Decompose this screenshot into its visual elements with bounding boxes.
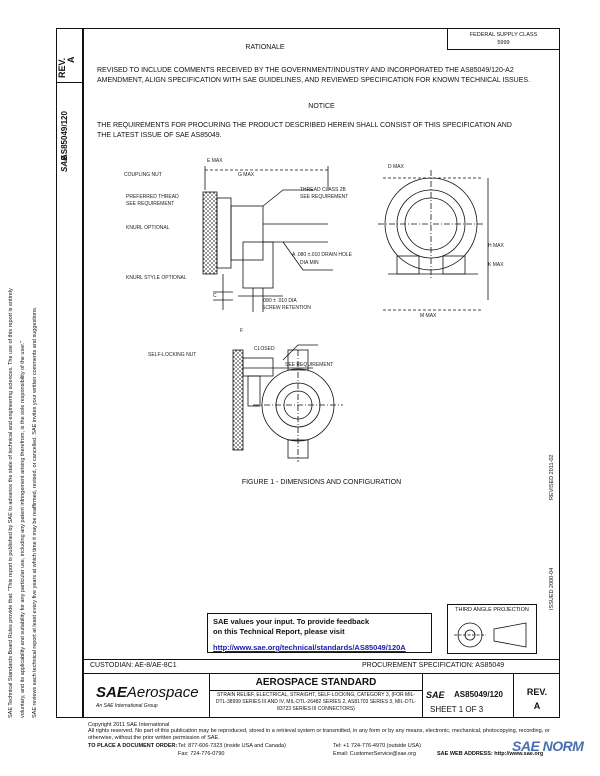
supply-class-box — [447, 28, 560, 50]
label-thread-see: SEE REQUIREMENT — [300, 194, 349, 200]
rev-cell-value: A — [66, 56, 76, 64]
rev-label: REV. — [526, 687, 548, 697]
standard-description: STRAIN RELIEF, ELECTRICAL, STRAIGHT, SEL… — [215, 692, 417, 712]
label-c-dim: C — [213, 293, 217, 299]
title-logo-sub: Aerospace — [126, 684, 199, 701]
label-e-max: E MAX — [207, 158, 223, 164]
supply-class-label: FEDERAL SUPPLY CLASS — [469, 32, 538, 38]
footer-email: Email: CustomerService@sae.org — [333, 751, 416, 757]
label-g-max: G MAX — [238, 172, 255, 178]
label-see-reqt: SEE REQUIREMENT — [126, 201, 175, 207]
custodian-divider-top — [83, 659, 560, 660]
procurement-text: PROCUREMENT SPECIFICATION: AS85049 — [362, 662, 505, 669]
label-k-max: K MAX — [488, 262, 504, 268]
supply-class-value: 5999 — [497, 40, 510, 46]
title-logo-tagline: An SAE International Group — [96, 703, 158, 709]
footer-fax: Fax: 724-776-0790 — [178, 751, 225, 757]
notice-heading: NOTICE — [308, 103, 335, 110]
label-closed: CLOSED — [254, 346, 275, 352]
revised-date: REVISED 2011-02 — [549, 454, 555, 500]
footer-web: SAE WEB ADDRESS: http://www.sae.org — [437, 751, 544, 757]
label-h-max: H MAX — [488, 243, 504, 249]
footer-rights: All rights reserved. No part of this pub… — [88, 728, 550, 741]
label-d-max: D MAX — [388, 164, 404, 170]
footer-tel-usa: Tel: 877-606-7323 (inside USA and Canada… — [178, 743, 286, 749]
title-logo: SAEAerospace — [96, 684, 199, 701]
label-knurl-optional: KNURL OPTIONAL — [126, 225, 170, 231]
title-logo-cell — [83, 673, 210, 718]
sae-logo-small: SAE — [60, 155, 69, 172]
label-thread-class: THREAD CLASS 2B — [300, 187, 346, 193]
sae-norm-watermark: SAE NORM — [512, 738, 584, 754]
footer-to-place: TO PLACE A DOCUMENT ORDER: — [88, 743, 178, 749]
doc-number-cell — [422, 673, 514, 718]
feedback-line2: on this Technical Report, please visit — [213, 627, 345, 636]
third-angle-box — [447, 604, 537, 654]
label-screw-retention: SCREW RETENTION — [262, 305, 311, 311]
label-coupling-nut: COUPLING NUT — [124, 172, 162, 178]
feedback-box: SAE values your input. To provide feedba… — [207, 613, 432, 653]
label-self-locking-nut: SELF-LOCKING NUT — [148, 352, 197, 358]
title-divider — [210, 690, 422, 691]
third-angle-symbol — [454, 622, 527, 648]
doc-sae-label: SAE — [426, 690, 445, 700]
left-margin-text-1: SAE Technical Standards Board Rules prov… — [8, 288, 14, 718]
rev-value: A — [533, 701, 541, 711]
label-lock-wire: .080 ± .010 DIA — [262, 298, 297, 304]
custodian-text: CUSTODIAN: AE-8/AE-8C1 — [90, 662, 177, 669]
footer-copyright: Copyright 2011 SAE International — [88, 722, 170, 728]
left-margin-text-3: SAE reviews each technical report at lea… — [32, 306, 38, 718]
issued-date: ISSUED 2000-04 — [549, 567, 555, 610]
label-dia-min: DIA MIN — [300, 260, 319, 266]
label-see-requirement2: SEE REQUIREMENT — [285, 362, 334, 368]
left-margin-text-2: voluntary, and its applicability and sui… — [20, 340, 26, 718]
label-m-max: M MAX — [420, 313, 437, 319]
aerospace-standard-title: AEROSPACE STANDARD — [255, 677, 377, 688]
third-angle-label: THIRD ANGLE PROJECTION — [455, 607, 529, 613]
label-preferred-thread: PREFERRED THREAD — [126, 194, 179, 200]
title-logo-main: SAE — [96, 684, 127, 701]
doc-number: AS85049/120 — [454, 690, 503, 699]
figure-caption: FIGURE 1 - DIMENSIONS AND CONFIGURATION — [241, 479, 402, 486]
feedback-line1: SAE values your input. To provide feedba… — [213, 617, 370, 626]
label-drain-hole: A .080 ±.010 DRAIN HOLE — [292, 252, 352, 258]
feedback-link[interactable]: http://www.sae.org/technical/standards/A… — [213, 643, 406, 652]
label-knurl-style: KNURL STYLE OPTIONAL — [126, 275, 187, 281]
sheet-number: SHEET 1 OF 3 — [430, 705, 484, 714]
document-frame — [83, 28, 560, 718]
figure-drawing — [202, 166, 489, 462]
doc-number-vertical: AS85049/120 — [60, 111, 69, 160]
rationale-heading: RATIONALE — [245, 44, 285, 51]
notice-text: THE REQUIREMENTS FOR PROCURING THE PRODU… — [97, 122, 512, 139]
label-f-dim: F — [240, 328, 244, 334]
custodian-divider-bottom — [83, 673, 560, 674]
footer-tel-outside: Tel: +1 724-776-4970 (outside USA) — [333, 743, 421, 749]
left-column — [56, 28, 83, 718]
rev-cell — [56, 28, 83, 83]
rationale-text: REVISED TO INCLUDE COMMENTS RECEIVED BY … — [97, 67, 531, 84]
